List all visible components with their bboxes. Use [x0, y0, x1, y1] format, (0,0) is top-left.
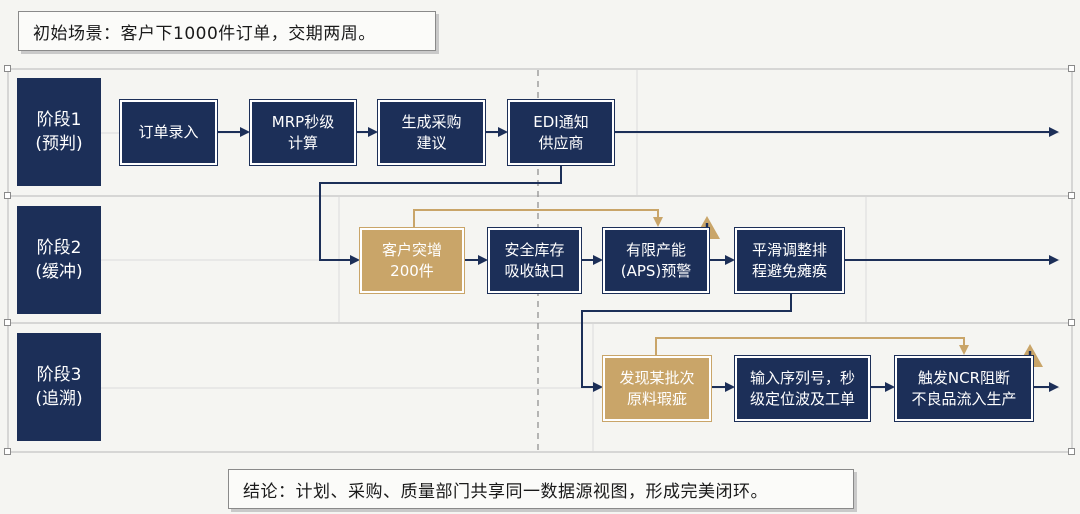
node-smooth-schedule[interactable]: 平滑调整排 程避免瘫痪 — [734, 227, 845, 294]
node-label: 安全库存 吸收缺口 — [504, 240, 565, 280]
frame-handle[interactable] — [1068, 319, 1075, 326]
stage-title: 阶段3 — [36, 365, 82, 385]
stage-subtitle: (预判) — [35, 134, 83, 154]
node-label: 发现某批次 原料瑕疵 — [619, 368, 695, 408]
node-edi[interactable]: EDI通知 供应商 — [507, 99, 615, 166]
frame-handle[interactable] — [4, 65, 11, 72]
node-label: EDI通知 供应商 — [533, 112, 589, 152]
intro-text: 初始场景：客户下1000件订单，交期两周。 — [33, 23, 376, 44]
stage-title: 阶段1 — [36, 110, 82, 130]
frame-handle[interactable] — [1068, 65, 1075, 72]
stage-subtitle: (追溯) — [35, 389, 83, 409]
frame-handle[interactable] — [4, 319, 11, 326]
node-order-entry[interactable]: 订单录入 — [119, 99, 218, 166]
stage-2-label: 阶段2 (缓冲) — [17, 206, 101, 314]
conclusion-banner: 结论：计划、采购、质量部门共享同一数据源视图，形成完美闭环。 — [228, 469, 854, 509]
node-label: 平滑调整排 程避免瘫痪 — [751, 240, 827, 280]
node-ncr-block[interactable]: 触发NCR阻断 不良品流入生产 — [894, 355, 1034, 422]
stage-title: 阶段2 — [36, 238, 82, 258]
intro-banner: 初始场景：客户下1000件订单，交期两周。 — [18, 11, 436, 51]
node-mrp[interactable]: MRP秒级 计算 — [249, 99, 357, 166]
node-material-defect[interactable]: 发现某批次 原料瑕疵 — [602, 355, 712, 422]
node-label: 输入序列号，秒 级定位波及工单 — [749, 368, 855, 408]
node-label: MRP秒级 计算 — [271, 112, 335, 152]
node-label: 生成采购 建议 — [401, 112, 462, 152]
node-label: 订单录入 — [138, 123, 199, 141]
frame-handle[interactable] — [1068, 448, 1075, 455]
node-label: 触发NCR阻断 不良品流入生产 — [911, 368, 1017, 408]
node-serial-trace[interactable]: 输入序列号，秒 级定位波及工单 — [734, 355, 871, 422]
frame-handle[interactable] — [4, 448, 11, 455]
node-customer-surge[interactable]: 客户突增 200件 — [359, 227, 465, 294]
node-aps-warning[interactable]: 有限产能 (APS)预警 — [602, 227, 710, 294]
node-label: 客户突增 200件 — [381, 240, 442, 280]
node-label: 有限产能 (APS)预警 — [620, 240, 692, 280]
lane-separators — [7, 68, 1073, 453]
stage-1-label: 阶段1 (预判) — [17, 78, 101, 186]
frame-handle[interactable] — [4, 192, 11, 199]
node-safety-stock[interactable]: 安全库存 吸收缺口 — [487, 227, 582, 294]
node-purchase[interactable]: 生成采购 建议 — [377, 99, 486, 166]
stage-3-label: 阶段3 (追溯) — [17, 333, 101, 441]
conclusion-text: 结论：计划、采购、质量部门共享同一数据源视图，形成完美闭环。 — [243, 481, 768, 502]
stage-subtitle: (缓冲) — [35, 262, 83, 282]
frame-handle[interactable] — [1068, 192, 1075, 199]
